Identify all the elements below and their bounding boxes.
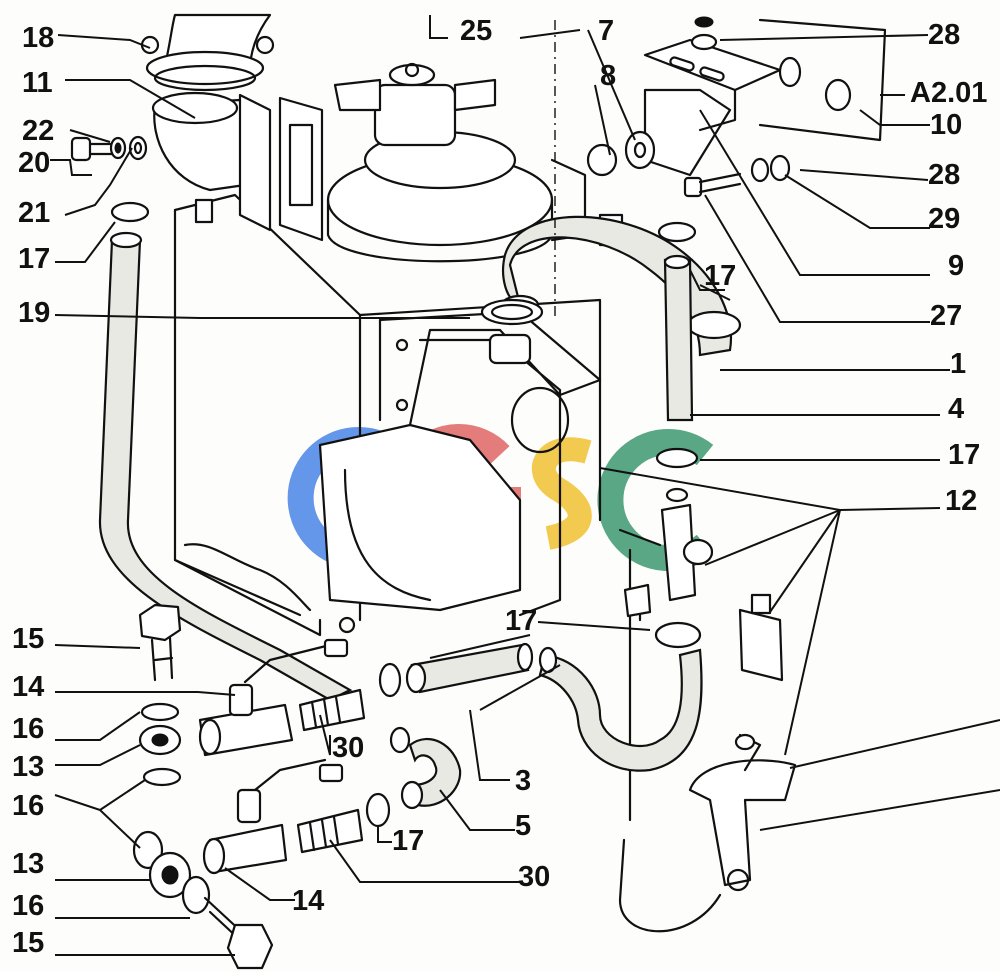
callout-16-bottom: 16 (12, 890, 44, 922)
callout-15-top: 15 (12, 623, 44, 655)
callout-14-bottom: 14 (292, 885, 324, 917)
callout-29: 29 (928, 203, 960, 235)
callout-17-middle: 17 (505, 605, 537, 637)
heater-housing (173, 62, 624, 637)
callout-a2-01: A2.01 (910, 77, 987, 109)
callout-16-mid: 16 (12, 790, 44, 822)
callout-17-right: 17 (948, 439, 980, 471)
callout-12: 12 (945, 485, 977, 517)
callout-28-mid: 28 (928, 159, 960, 191)
callout-30-top: 30 (332, 732, 364, 764)
callout-3: 3 (515, 765, 531, 797)
drain-valve-fittings (132, 603, 366, 970)
callout-9: 9 (948, 250, 964, 282)
callout-19: 19 (18, 297, 50, 329)
callout-27: 27 (930, 300, 962, 332)
control-valve-assembly (618, 447, 797, 933)
callout-7: 7 (598, 15, 614, 47)
callout-13-bottom: 13 (12, 848, 44, 880)
callout-25: 25 (460, 15, 492, 47)
callout-1: 1 (950, 348, 966, 380)
callout-labels: 18 11 22 20 21 17 19 25 7 8 28 A2.01 10 … (12, 15, 987, 959)
leader-lines (50, 15, 1000, 956)
callout-30-bottom: 30 (518, 861, 550, 893)
callout-8: 8 (600, 60, 616, 92)
left-return-hose (98, 201, 353, 702)
callout-20: 20 (18, 147, 50, 179)
callout-13-top: 13 (12, 751, 44, 783)
callout-17-top-left: 17 (18, 243, 50, 275)
inlet-elbow (140, 13, 275, 232)
callout-5: 5 (515, 810, 531, 842)
callout-18: 18 (22, 22, 54, 54)
callout-21: 21 (18, 197, 50, 229)
callout-28-top: 28 (928, 19, 960, 51)
callout-10: 10 (930, 109, 962, 141)
callout-17-lower: 17 (392, 825, 424, 857)
callout-17-right-upper: 17 (704, 260, 736, 292)
callout-16-top: 16 (12, 713, 44, 745)
callout-15-bottom: 15 (12, 927, 44, 959)
callout-22: 22 (22, 115, 54, 147)
callout-14-top: 14 (12, 671, 44, 703)
callout-11: 11 (22, 67, 53, 99)
screw-washer-set (70, 135, 148, 162)
callout-4: 4 (948, 393, 964, 425)
lower-hoses (365, 621, 703, 828)
upper-outlet-hose (480, 215, 742, 422)
